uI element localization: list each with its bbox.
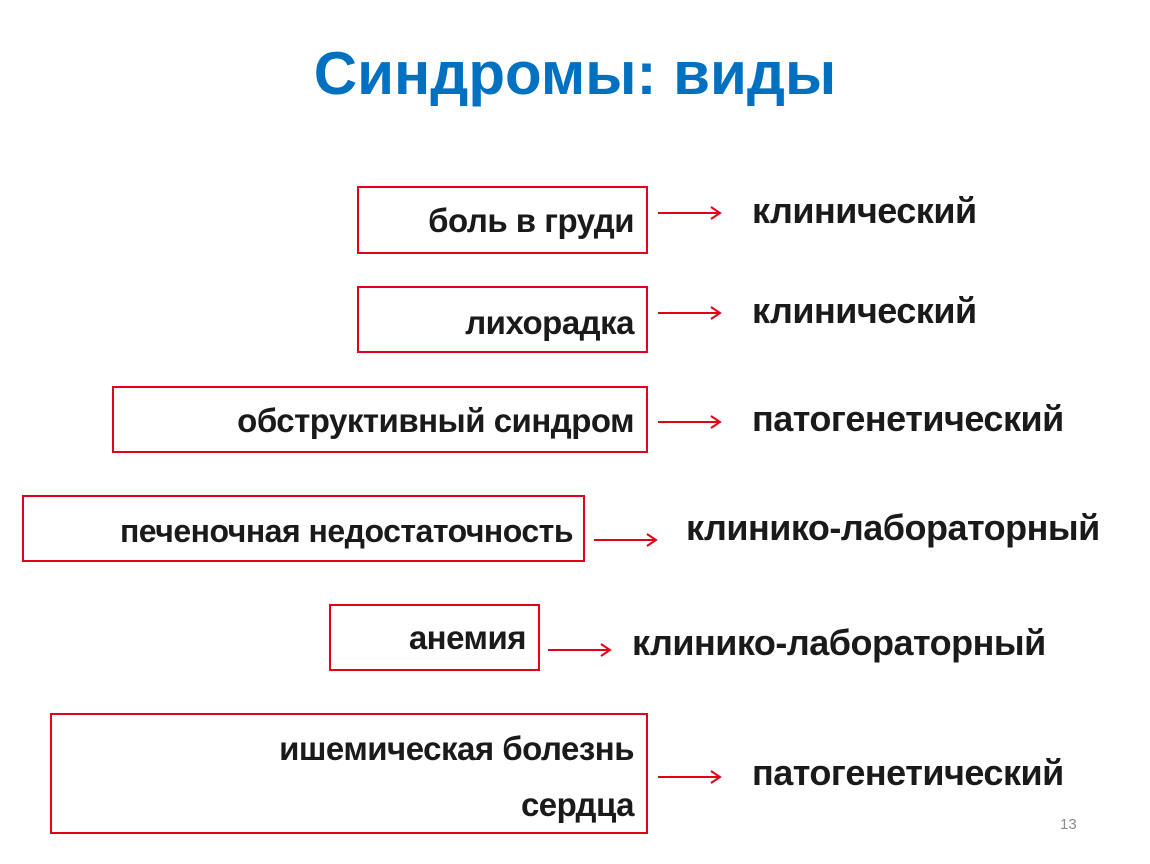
arrow-icon xyxy=(658,770,722,784)
arrow-icon xyxy=(658,206,722,220)
syndrome-label: лихорадка xyxy=(465,304,634,341)
arrow-icon xyxy=(658,415,722,429)
syndrome-label-line1: ишемическая болезнь xyxy=(279,730,634,767)
syndrome-box-anemia: анемия xyxy=(329,604,540,671)
syndrome-type: патогенетический xyxy=(752,752,1064,793)
syndrome-box-chest-pain: боль в груди xyxy=(357,186,648,254)
arrow-icon xyxy=(548,643,612,657)
syndrome-label: анемия xyxy=(408,619,527,656)
page-number: 13 xyxy=(1060,816,1077,833)
syndrome-label: печеночная недостаточность xyxy=(119,513,574,549)
syndrome-label-line2: сердца xyxy=(520,786,635,823)
arrow-icon xyxy=(658,306,722,320)
arrow-icon xyxy=(594,533,658,547)
syndrome-type: клинико-лабораторный xyxy=(632,622,1046,663)
syndrome-type: клинический xyxy=(752,290,977,331)
syndrome-box-liver-failure: печеночная недостаточность xyxy=(22,495,585,562)
slide-title: Синдромы: виды xyxy=(313,40,837,107)
syndrome-box-obstructive: обструктивный синдром xyxy=(112,386,648,453)
syndrome-type: клинико-лабораторный xyxy=(686,507,1100,548)
syndrome-type: клинический xyxy=(752,190,977,231)
syndrome-label: боль в груди xyxy=(428,202,634,239)
syndrome-type: патогенетический xyxy=(752,398,1064,439)
syndrome-box-fever: лихорадка xyxy=(357,286,648,353)
syndrome-box-ischemic-heart-disease: ишемическая болезнь сердца xyxy=(50,713,648,834)
syndrome-label: обструктивный синдром xyxy=(237,402,634,439)
